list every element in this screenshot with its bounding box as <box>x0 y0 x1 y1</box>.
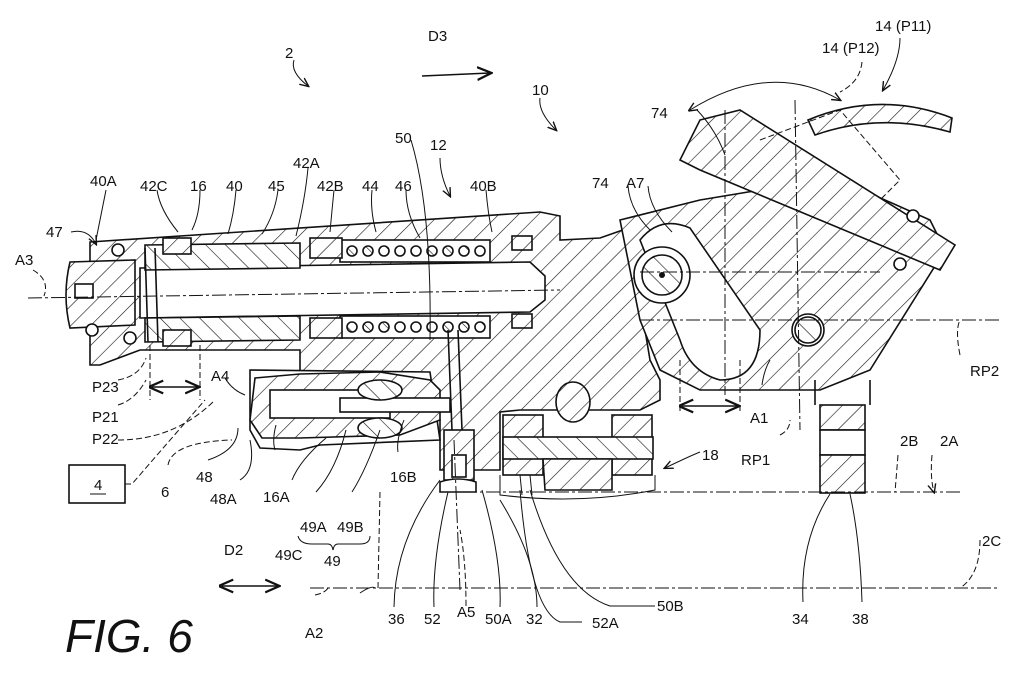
label-38: 38 <box>852 611 869 628</box>
label-49: 49 <box>324 553 341 570</box>
label-a1: A1 <box>750 410 768 427</box>
label-d3: D3 <box>428 28 447 45</box>
label-74-upper: 74 <box>651 105 668 122</box>
label-42a: 42A <box>293 155 320 172</box>
label-50: 50 <box>395 130 412 147</box>
brace-49 <box>297 535 371 551</box>
label-42b: 42B <box>317 178 344 195</box>
label-a5: A5 <box>457 604 475 621</box>
spring-coil <box>410 321 422 333</box>
label-a4: A4 <box>211 368 229 385</box>
label-48a: 48A <box>210 491 237 508</box>
reference-lines <box>27 99 1000 591</box>
control-box-4 <box>68 399 206 504</box>
label-32: 32 <box>526 611 543 628</box>
spring-46 <box>339 239 491 339</box>
seals <box>85 235 533 347</box>
label-47: 47 <box>46 224 63 241</box>
label-d2: D2 <box>224 542 243 559</box>
spring-coil <box>410 245 422 257</box>
spring-coil <box>458 321 470 333</box>
valve-assembly <box>619 103 957 391</box>
plunger-48 <box>249 371 451 439</box>
label-12: 12 <box>430 137 447 154</box>
label-rp1: RP1 <box>741 452 770 469</box>
label-36: 36 <box>388 611 405 628</box>
label-a7: A7 <box>626 175 644 192</box>
spring-coil <box>426 245 438 257</box>
label-50b: 50B <box>657 598 684 615</box>
label-16: 16 <box>190 178 207 195</box>
label-45: 45 <box>268 178 285 195</box>
spring-coil <box>346 321 358 333</box>
spring-coil <box>378 321 390 333</box>
label-34: 34 <box>792 611 809 628</box>
label-16a: 16A <box>263 489 290 506</box>
spring-coil <box>362 245 374 257</box>
label-46: 46 <box>395 178 412 195</box>
label-16b: 16B <box>390 469 417 486</box>
label-14-p12: 14 (P12) <box>822 40 880 57</box>
label-48: 48 <box>196 469 213 486</box>
spring-coil <box>474 321 486 333</box>
label-2: 2 <box>285 45 293 62</box>
bracket-18 <box>499 414 656 500</box>
label-2b: 2B <box>900 433 918 450</box>
label-rp2: RP2 <box>970 363 999 380</box>
dimension-arrows <box>152 73 840 586</box>
label-44: 44 <box>362 178 379 195</box>
label-49b: 49B <box>337 519 364 536</box>
label-74-lower: 74 <box>592 175 609 192</box>
spring-coil <box>378 245 390 257</box>
label-52: 52 <box>424 611 441 628</box>
label-p23: P23 <box>92 379 119 396</box>
spring-coil <box>426 321 438 333</box>
label-2a: 2A <box>940 433 958 450</box>
label-10: 10 <box>532 82 549 99</box>
label-a2: A2 <box>305 625 323 642</box>
pin-circle <box>555 381 591 423</box>
label-p21: P21 <box>92 409 119 426</box>
label-52a: 52A <box>592 615 619 632</box>
label-a3: A3 <box>15 252 33 269</box>
label-40b: 40B <box>470 178 497 195</box>
label-p22: P22 <box>92 431 119 448</box>
label-42c: 42C <box>140 178 168 195</box>
label-50a: 50A <box>485 611 512 628</box>
spring-coil <box>394 245 406 257</box>
reference-labels: 2 D3 10 14 (P11) 14 (P12) 74 74 A7 40A 4… <box>15 18 1001 662</box>
label-40: 40 <box>226 178 243 195</box>
label-6: 6 <box>161 484 169 501</box>
label-18: 18 <box>702 447 719 464</box>
spring-coil <box>346 245 358 257</box>
piston-cylinder <box>65 242 546 343</box>
box-4-label: 4 <box>94 477 102 494</box>
spring-coil <box>458 245 470 257</box>
spring-coil <box>394 321 406 333</box>
label-2c: 2C <box>982 533 1001 550</box>
label-49a: 49A <box>300 519 327 536</box>
figure-title: FIG. 6 <box>65 610 193 662</box>
spring-coil <box>442 245 454 257</box>
label-49c: 49C <box>275 547 303 564</box>
label-40a: 40A <box>90 173 117 190</box>
spring-coil <box>362 321 374 333</box>
leader-lines <box>32 37 981 623</box>
protrusion-34 <box>814 380 871 494</box>
spring-coil <box>474 245 486 257</box>
label-14-p11: 14 (P11) <box>875 18 931 35</box>
